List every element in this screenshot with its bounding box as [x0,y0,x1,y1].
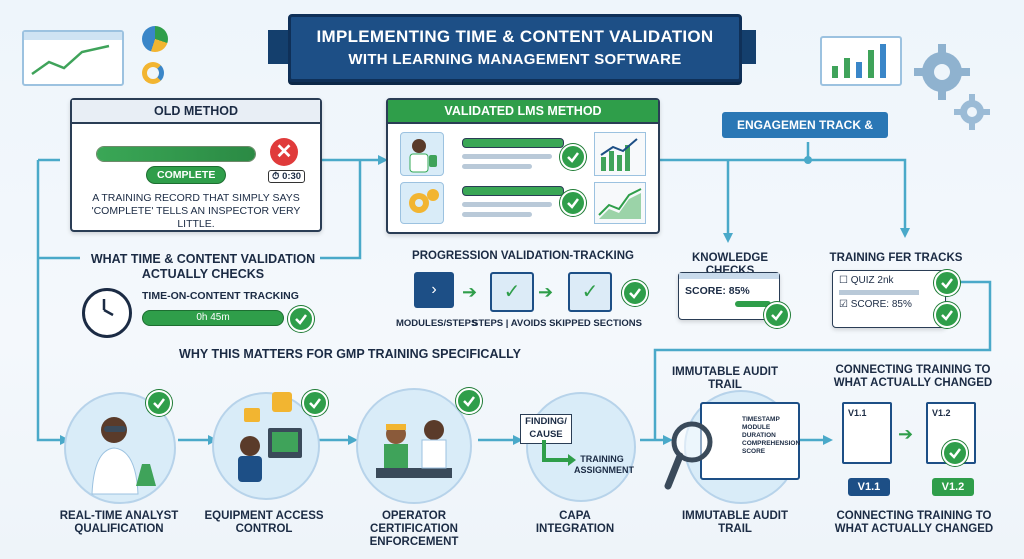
knowledge-score: SCORE: 85% [685,285,750,297]
lms-method-panel: VALIDATED LMS METHOD [386,98,660,234]
audit-field-3: COMPREHENSION [742,440,801,447]
title-line-1: IMPLEMENTING TIME & CONTENT VALIDATION [316,27,714,46]
training-check-2-icon [934,302,960,328]
title-line-2: WITH LEARNING MANAGEMENT SOFTWARE [348,51,682,68]
timer-value: 0:30 [282,171,302,182]
audit-field-2: DURATION [742,432,776,439]
audit-field-0: TIMESTAMP [742,416,780,423]
audit-document: TIMESTAMP MODULE DURATION COMPREHENSION … [700,402,800,480]
donut-chart-icon [142,62,164,84]
audit-top-title: IMMUTABLE AUDIT TRAIL [671,366,779,391]
label-capa: CAPA INTEGRATION [535,510,615,535]
version-arrow-icon: ➔ [898,424,914,444]
old-method-header: OLD METHOD [72,100,320,124]
gear-icon [914,44,970,100]
lms-check-1-icon [560,144,586,170]
label-analyst: REAL-TIME ANALYST QUALIFICATION [59,510,179,535]
version-doc-2-label: V1.2 [932,408,951,418]
progression-title: PROGRESSION VALIDATION-TRACKING [412,250,634,262]
bar-chart-icon [594,132,646,176]
steps-label: STEPS | AVOIDS SKIPPED SECTIONS [472,318,642,329]
gmp-title: WHY THIS MATTERS FOR GMP TRAINING SPECIF… [179,347,521,361]
connect-top-title: CONNECTING TRAINING TO WHAT ACTUALLY CHA… [833,364,993,389]
fail-x-icon: ✕ [270,138,298,166]
old-method-panel: OLD METHOD COMPLETE ✕ ⏱ 0:30 A TRAINING … [70,98,322,232]
arrow-1-icon: ➔ [462,282,478,302]
finding-box: FINDING/ CAUSE [520,414,572,444]
progress-bar [96,146,256,162]
lms-list-2 [462,164,532,169]
label-connecting: CONNECTING TRAINING TO WHAT ACTUALLY CHA… [834,510,994,535]
lms-bar-row-1 [462,138,564,148]
time-bar: 0h 45m [142,310,284,326]
audit-field-4: SCORE [742,448,766,455]
step-doc-2-icon: ✓ [568,272,612,312]
label-equipment: EQUIPMENT ACCESS CONTROL [204,510,324,535]
scientist-icon [400,132,444,176]
lms-check-2-icon [560,190,586,216]
modules-label: MODULES/STEPS [396,318,478,329]
training-tracks-title: TRAINING FER TRACKS [829,252,963,264]
timer-badge: ⏱ 0:30 [268,170,306,183]
bar-chart-window-icon [820,36,902,86]
v2-badge: V1.2 [932,478,974,496]
label-audit: IMMUTABLE AUDIT TRAIL [681,510,789,535]
knowledge-check-icon [764,302,790,328]
engagement-tag: ENGAGEMEN TRACK & [722,112,888,138]
lms-list-1 [462,154,552,159]
checks-title: WHAT TIME & CONTENT VALIDATION ACTUALLY … [90,252,316,281]
capa-arrow-icon [542,440,576,466]
dashboard-window-icon [22,30,124,86]
title-banner: IMPLEMENTING TIME & CONTENT VALIDATION W… [288,14,742,82]
v1-badge: V1.1 [848,478,890,496]
lock-icon [272,392,292,412]
training-tracks-card: ☐ QUIZ 2nk ☑ SCORE: 85% [832,270,946,328]
time-check-icon [288,306,314,332]
version-doc-1-label: V1.1 [848,408,867,418]
finding-label: FINDING/ CAUSE [525,416,567,440]
knowledge-card: SCORE: 85% [678,272,780,320]
training-score: SCORE: 85% [850,299,912,310]
module-book-icon: › [414,272,454,308]
arrow-2-icon: ➔ [538,282,554,302]
operator-check-icon [456,388,482,414]
step-doc-1-icon: ✓ [490,272,534,312]
time-on-content-label: TIME-ON-CONTENT TRACKING [142,290,299,302]
assignment-label: TRAINING ASSIGNMENT [574,454,635,475]
pie-chart-icon [142,26,168,52]
audit-field-1: MODULE [742,424,771,431]
lms-method-header: VALIDATED LMS METHOD [388,100,658,124]
version-doc-1: V1.1 [842,402,892,464]
operator-circle [356,388,472,504]
magnifier-icon [664,421,713,490]
label-operator: OPERATOR CERTIFICATION ENFORCEMENT [369,510,459,548]
progression-check-icon [622,280,648,306]
lms-list-3 [462,202,552,207]
lms-bar-row-2 [462,186,564,196]
complete-badge: COMPLETE [146,166,227,184]
version-check-icon [942,440,968,466]
equipment-check-icon [302,390,328,416]
old-method-caption: A TRAINING RECORD THAT SIMPLY SAYS 'COMP… [91,192,301,230]
gears-box-icon [400,182,444,224]
equipment-circle [212,392,320,500]
quiz-label: QUIZ 2nk [850,275,894,286]
training-check-1-icon [934,270,960,296]
clock-icon [82,288,132,338]
time-value: 0h 45m [196,312,230,323]
area-chart-icon [594,182,646,224]
lms-list-4 [462,212,532,217]
analyst-check-icon [146,390,172,416]
small-gear-icon [954,94,990,130]
